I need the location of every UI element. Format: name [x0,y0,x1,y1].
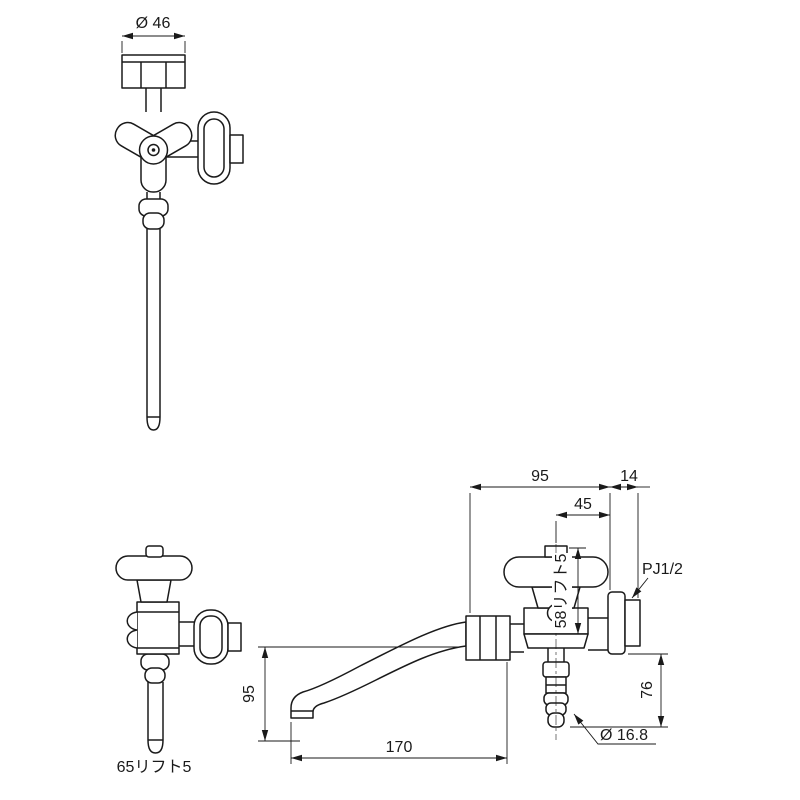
dim-text-thread-length: 14 [620,468,638,485]
dim-text-body-to-wall: 95 [531,468,549,485]
side-handle-cap [145,545,164,558]
front-view [290,544,641,740]
label-thread-type: PJ1/2 [642,561,683,578]
tri-handle [114,121,193,193]
dim-text-spout-drop: 95 [241,685,258,703]
dim-text-outlet-diameter: Ø 16.8 [600,727,648,744]
side-view-wheel [193,609,242,665]
cap-hex [121,54,186,89]
dim-text-handle-lift: 58リフト5 [553,554,570,629]
spout-union-nut [465,615,511,661]
spout [290,621,467,719]
dim-cap-diameter: Ø 46 [121,15,186,53]
side-wheel [197,111,244,185]
thread-stub [624,599,641,647]
packing-clamp [138,198,169,230]
wall-flange [607,591,626,655]
front-view-dimensions: 95 14 45 58リフト5 PJ1/2 76 95 170 Ø 16.8 [241,468,683,764]
pipe-side-view [147,682,164,754]
top-view: Ø 46 [114,15,244,431]
side-handle-bar [115,555,193,581]
side-body [126,601,180,655]
dim-text-side-lift: 65リフト5 [117,759,192,776]
dim-text-spout-reach: 170 [386,739,413,756]
side-view: 65リフト5 [115,545,242,776]
dim-text-center-to-wall: 45 [574,496,592,513]
pipe-top-view [146,229,161,431]
dim-text-outlet-drop: 76 [639,681,656,699]
dim-text-cap-diameter: Ø 46 [136,15,171,32]
side-clamp-lower [144,667,166,684]
side-bonnet [136,579,172,603]
